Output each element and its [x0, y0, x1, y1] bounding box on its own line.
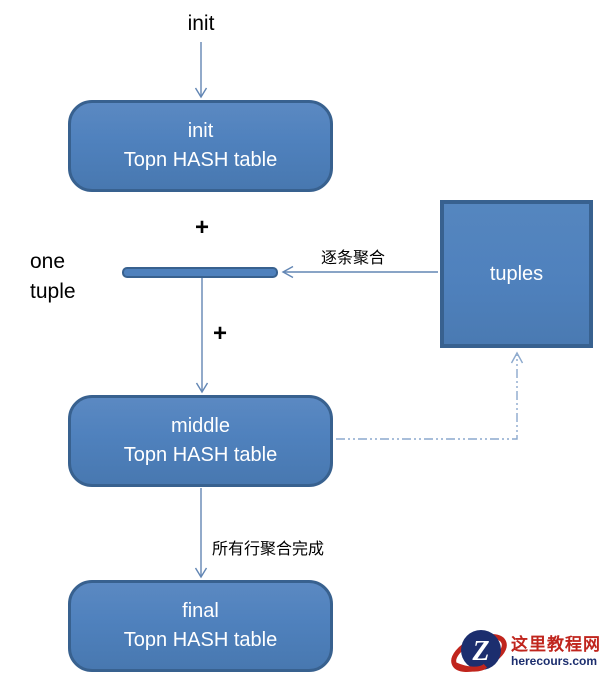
- middle-box-line2: Topn HASH table: [123, 444, 278, 466]
- init-box-line2: Topn HASH table: [123, 149, 278, 171]
- middle-box-line1: middle: [171, 415, 230, 437]
- one-tuple-bar: [122, 267, 278, 278]
- init-box-line1: init: [187, 120, 214, 142]
- watermark-text: 这里教程网 herecours.com: [511, 635, 601, 669]
- one-tuple-label: one tuple: [30, 247, 76, 307]
- tuples-box: tuples: [440, 200, 593, 348]
- final-box-line1: final: [182, 600, 219, 622]
- one-tuple-label-line1: one: [30, 250, 66, 273]
- arrow-init-to-init-box: [194, 42, 208, 99]
- all-rows-aggregation-done-label: 所有行聚合完成: [212, 541, 325, 558]
- final-box-line2: Topn HASH table: [123, 629, 278, 651]
- init-top-label: init: [187, 12, 215, 35]
- feedback-dash-arrow-middle-to-tuples: [336, 351, 524, 440]
- plus-sign-bottom: +: [212, 320, 227, 347]
- arrow-middle-to-final-box: [194, 488, 208, 579]
- arrow-bar-to-middle-box: [195, 278, 209, 394]
- watermark-logo-icon: Z: [451, 630, 507, 673]
- init-hash-table-box: init Topn HASH table: [68, 100, 333, 192]
- plus-sign-top: +: [194, 214, 209, 241]
- middle-hash-table-box: middle Topn HASH table: [68, 395, 333, 487]
- watermark-site-name: 这里教程网: [511, 634, 601, 654]
- arrow-tuples-to-bar: [281, 265, 438, 279]
- watermark-site-url: herecours.com: [511, 653, 598, 668]
- svg-text:Z: Z: [471, 636, 489, 667]
- one-tuple-label-line2: tuple: [30, 280, 76, 303]
- tuples-box-label: tuples: [489, 262, 544, 285]
- final-hash-table-box: final Topn HASH table: [68, 580, 333, 672]
- per-tuple-aggregation-label: 逐条聚合: [321, 250, 386, 267]
- watermark: Z 这里教程网 herecours.com: [451, 624, 601, 679]
